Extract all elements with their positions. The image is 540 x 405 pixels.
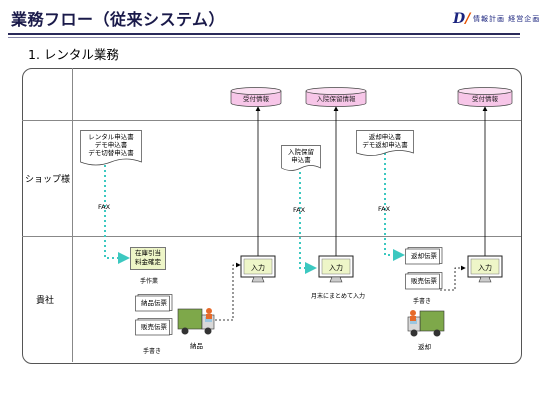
input-terminal-1: 入力 [240,255,276,285]
doc-rental-line2: デモ申込書 [94,141,128,149]
monthly-batch-note: 月末にまとめて入力 [311,293,366,300]
stock-allocation-line1: 在庫引当 [135,249,161,257]
lane-divider-bottom [22,236,521,237]
db-reception-2: 受付情報 [457,87,513,107]
delivery-truck-icon [177,306,217,336]
fax-flow-1 [104,165,130,264]
stock-allocation-box: 在庫引当 料金確定 [130,247,166,270]
input-terminal-3: 入力 [467,255,503,285]
fax-label-2: FAX [293,206,306,214]
lane-header-divider [72,68,73,362]
db-hospital-hold-label: 入院保留情報 [316,95,356,103]
doc-rental-line3: デモ切替申込書 [88,149,134,157]
sales-slip-2: 販売伝票 [405,272,443,290]
return-slip: 返却伝票 [405,247,443,265]
doc-rental-line1: レンタル申込書 [88,133,134,141]
lane-divider-top [22,120,521,121]
fax-flow-3 [384,153,405,261]
company-logo: D/ 情報計画 経営企画 [453,11,539,27]
input-terminal-2-label: 入力 [329,264,343,272]
title-divider-thin [8,37,520,38]
return-slip-label: 返却伝票 [411,252,437,260]
fax-label-3: FAX [378,205,391,213]
handwritten-note-2: 手書き [413,298,432,305]
input-terminal-1-label: 入力 [251,264,265,272]
delivery-slip-label: 納品伝票 [141,299,167,307]
handwritten-note-1: 手書き [143,348,162,355]
doc-hospital-hold-application: 入院保留 申込書 [281,145,321,173]
slide-title: 業務フロー（従来システム） [11,10,226,29]
input-terminal-2: 入力 [318,255,354,285]
sales-slip-1-label: 販売伝票 [141,323,167,331]
db-reception-1-label: 受付情報 [243,95,269,103]
delivery-to-input1 [215,262,241,321]
doc-return-line1: 返却申込書 [368,133,402,141]
delivery-label: 納品 [190,342,203,350]
doc-return-application: 返却申込書 デモ返却申込書 [356,130,414,158]
title-divider [8,33,520,35]
doc-hold-line1: 入院保留 [288,148,314,156]
db-hospital-hold: 入院保留情報 [305,87,367,107]
doc-rental-application: レンタル申込書 デモ申込書 デモ切替申込書 [80,130,142,168]
stock-allocation-line2: 料金確定 [135,258,161,266]
return-to-input3 [440,265,466,291]
return-truck-icon [405,308,445,338]
db-reception-2-label: 受付情報 [472,95,498,103]
logo-mark-icon: D/ [453,11,471,27]
lane-label-company: 貴社 [36,296,55,306]
doc-return-line2: デモ返却申込書 [362,141,408,149]
return-label: 返却 [418,343,431,351]
delivery-slip: 納品伝票 [135,294,173,312]
doc-hold-line2: 申込書 [291,156,311,164]
input-terminal-3-label: 入力 [478,264,492,272]
section-title: 1. レンタル業務 [28,47,119,62]
sales-slip-1: 販売伝票 [135,318,173,336]
swimlane-frame [22,68,522,364]
sales-slip-2-label: 販売伝票 [411,277,437,285]
logo-text: 情報計画 経営企画 [473,15,540,23]
db-reception-1: 受付情報 [230,87,282,107]
fax-label-1: FAX [98,203,111,211]
fax-flow-2 [299,172,317,274]
manual-work-note: 手作業 [140,278,159,285]
lane-label-shop: ショップ様 [25,175,71,185]
